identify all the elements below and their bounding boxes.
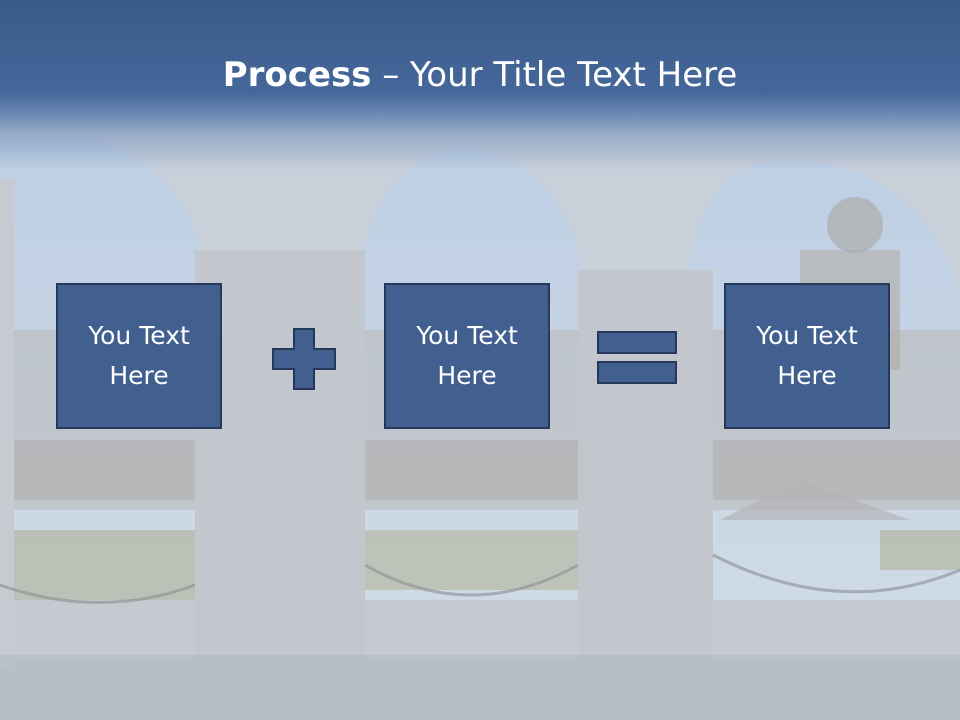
title-band <box>0 0 960 170</box>
process-box-2[interactable]: You Text Here <box>384 283 550 429</box>
plus-icon <box>272 328 336 390</box>
equals-icon <box>597 331 677 384</box>
process-box-1[interactable]: You Text Here <box>56 283 222 429</box>
process-box-2-text: You Text Here <box>416 321 518 390</box>
slide-title: Process – Your Title Text Here <box>0 52 960 98</box>
process-box-3-text: You Text Here <box>756 321 858 390</box>
title-rest: – Your Title Text Here <box>371 55 738 95</box>
process-box-3[interactable]: You Text Here <box>724 283 890 429</box>
title-bold: Process <box>222 55 372 95</box>
process-box-1-text: You Text Here <box>88 321 190 390</box>
